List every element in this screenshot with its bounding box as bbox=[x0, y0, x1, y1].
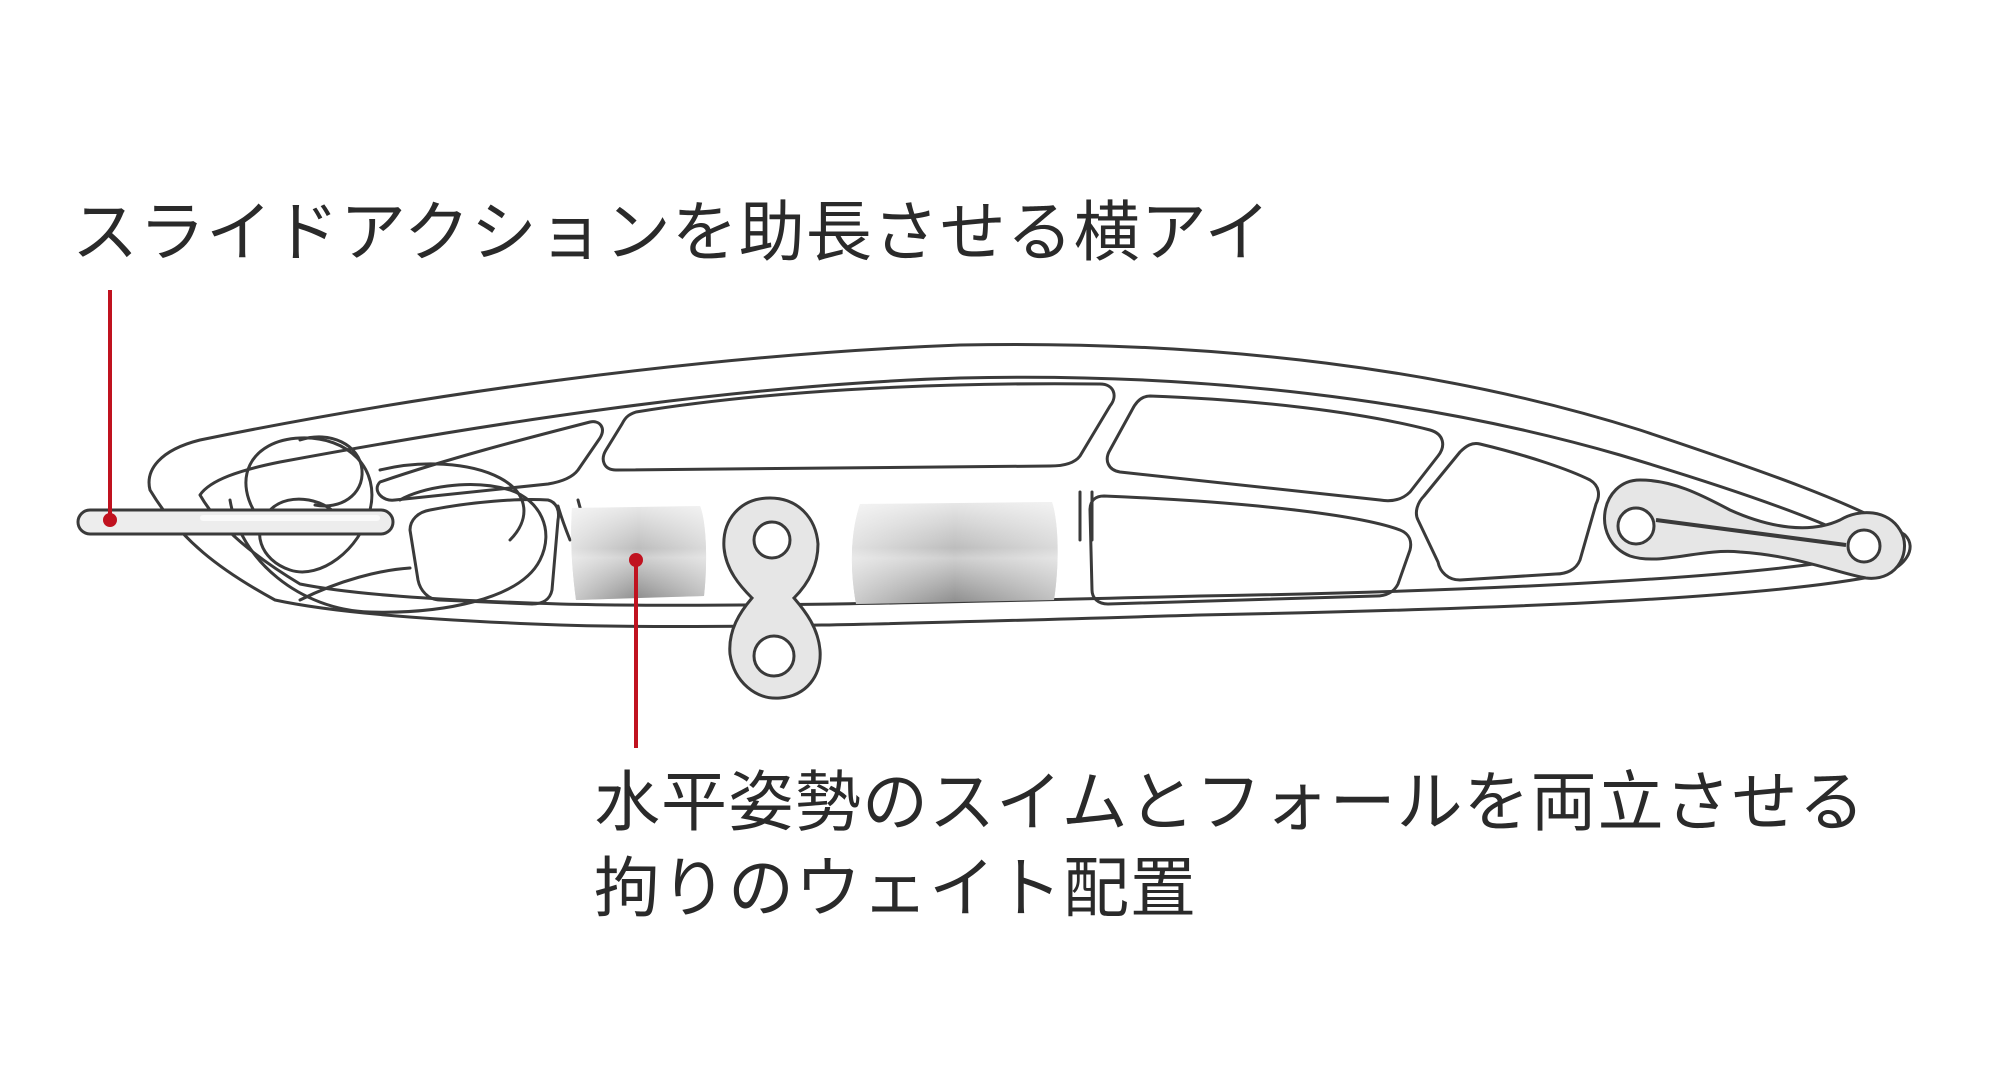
weight-front bbox=[571, 506, 707, 600]
upper-chamber-2 bbox=[601, 382, 1116, 472]
weight-callout-line-2: 拘りのウェイト配置 bbox=[594, 849, 1197, 927]
upper-chamber-4 bbox=[1414, 442, 1600, 582]
head-wire-loop-4 bbox=[378, 462, 526, 542]
weight-leader-dot bbox=[629, 553, 643, 567]
lower-chamber-rear bbox=[1088, 494, 1413, 606]
head-wire-loop-3 bbox=[228, 483, 548, 614]
line-eye-group bbox=[76, 508, 395, 536]
lure-body-outline bbox=[147, 342, 1912, 629]
weight-callout-line-1: 水平姿勢のスイムとフォールを両立させる bbox=[594, 764, 1866, 841]
line-eye-bar bbox=[76, 508, 395, 536]
weight-rear bbox=[851, 502, 1058, 604]
tail-hook-hanger bbox=[1603, 478, 1906, 580]
separator-rib-2 bbox=[1078, 490, 1094, 542]
head-wire-loop-2 bbox=[298, 435, 364, 508]
weight-callout-label: 水平姿勢のスイムとフォールを両立させる 拘りのウェイト配置 bbox=[594, 760, 1866, 932]
line-eye-leader-dot bbox=[103, 513, 117, 527]
lower-chamber-front bbox=[408, 497, 560, 606]
upper-chamber-1 bbox=[375, 420, 604, 502]
belly-hook-hanger bbox=[722, 496, 822, 700]
upper-chamber-3 bbox=[1105, 394, 1445, 503]
head-wire-loop-5 bbox=[298, 566, 412, 602]
line-eye-callout-label: スライドアクションを助長させる横アイ bbox=[72, 194, 1272, 271]
leader-lines bbox=[103, 290, 643, 748]
